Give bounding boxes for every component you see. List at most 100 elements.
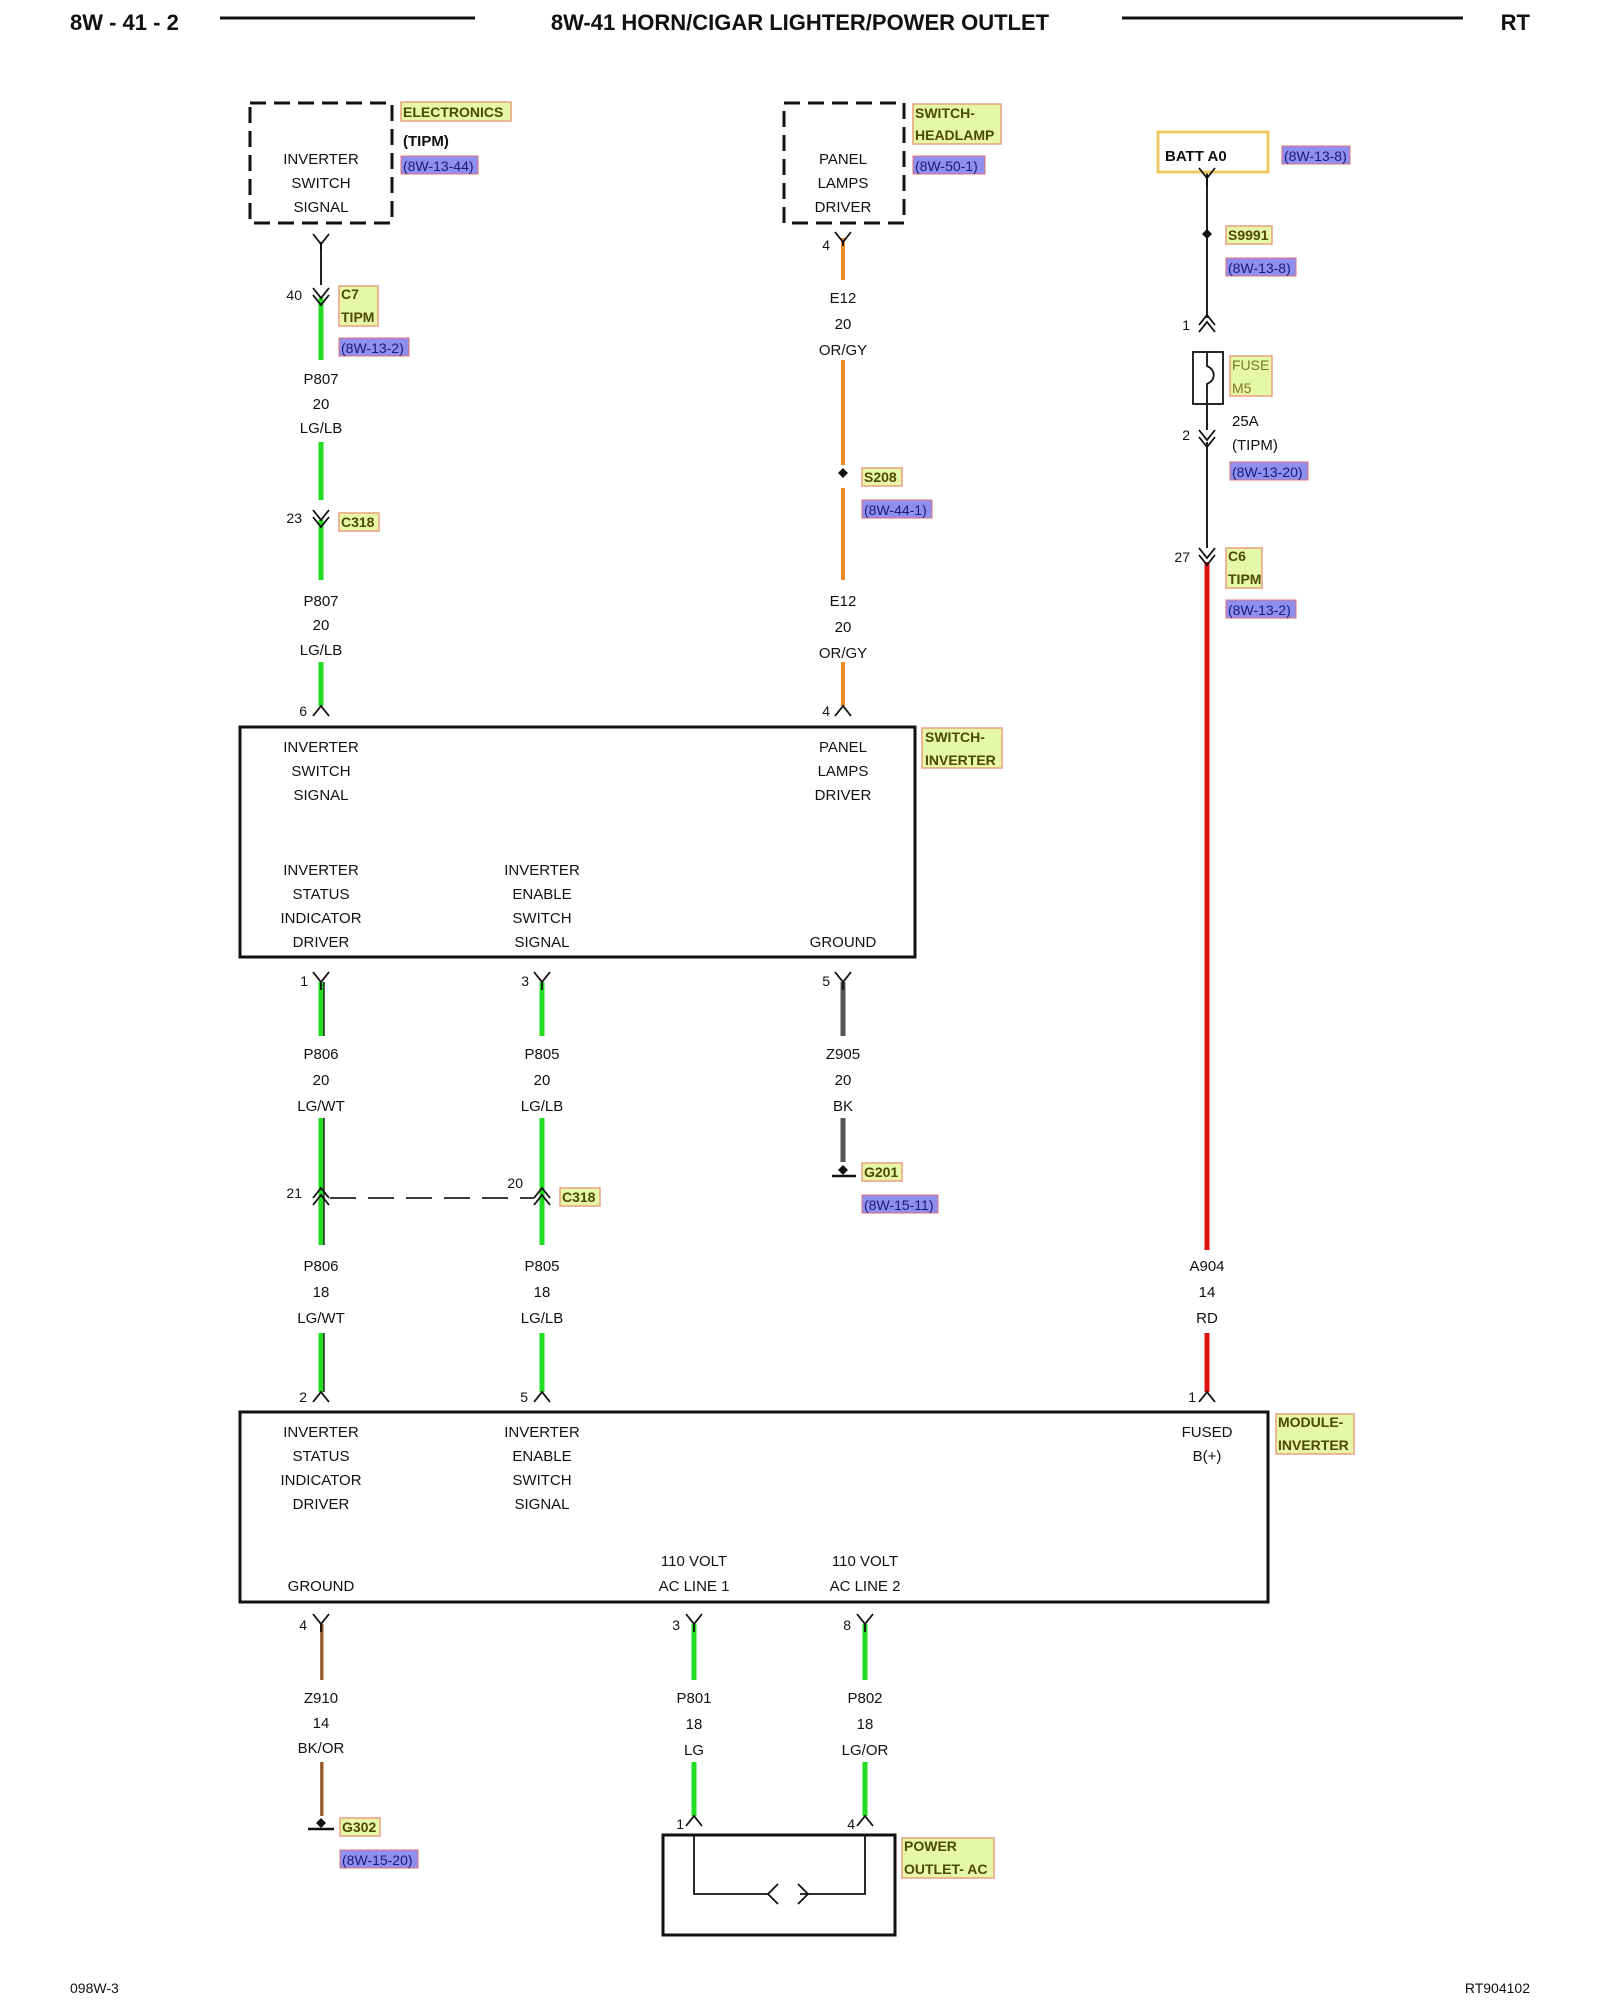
p805b-code: P805 [524, 1258, 559, 1275]
si-tl-1: INVERTER [283, 739, 359, 756]
e12a-color: OR/GY [819, 342, 867, 359]
p807b-color: LG/LB [300, 642, 343, 659]
p805b-gauge: 18 [534, 1284, 551, 1301]
p807b-code: P807 [303, 593, 338, 610]
mi-tag-1: MODULE- [1278, 1414, 1344, 1430]
pin-si-5: 5 [822, 973, 830, 989]
z905-code: Z905 [826, 1046, 860, 1063]
fuse-tag-2: M5 [1232, 380, 1252, 396]
pin-si-4: 4 [822, 703, 830, 719]
p806a-gauge: 20 [313, 1072, 330, 1089]
pin-si-6: 6 [299, 703, 307, 719]
headlamp-tag-2: HEADLAMP [915, 127, 994, 143]
si-bl-3: INDICATOR [280, 910, 361, 927]
pin-mi-2: 2 [299, 1389, 307, 1405]
pin-mi-3: 3 [672, 1617, 680, 1633]
connector-marks [312, 167, 1216, 1827]
mi-l-2: STATUS [293, 1448, 350, 1465]
p801-color: LG [684, 1742, 704, 1759]
electronics-tag: ELECTRONICS [403, 104, 503, 120]
page-header: 8W - 41 - 2 8W-41 HORN/CIGAR LIGHTER/POW… [70, 10, 1531, 35]
pin-fuse-2: 2 [1182, 427, 1190, 443]
si-bm-2: ENABLE [512, 886, 571, 903]
ground-g201-icon [832, 1165, 856, 1178]
si-bm-1: INVERTER [504, 862, 580, 879]
p806b-code: P806 [303, 1258, 338, 1275]
pin-si-1: 1 [300, 973, 308, 989]
e12a-code: E12 [830, 290, 857, 307]
e12a-gauge: 20 [835, 316, 852, 333]
wire-z910 [320, 1624, 324, 1816]
mi-ac1-1: 110 VOLT [661, 1553, 727, 1570]
splice-s208-icon [838, 468, 848, 478]
z910-gauge: 14 [313, 1715, 330, 1732]
po-tag-2: OUTLET- AC [904, 1861, 987, 1877]
mi-l-1: INVERTER [283, 1424, 359, 1441]
p805a-color: LG/LB [521, 1098, 564, 1115]
p805a-code: P805 [524, 1046, 559, 1063]
p807a-code: P807 [303, 371, 338, 388]
si-tr-3: DRIVER [815, 787, 872, 804]
si-tag-1: SWITCH- [925, 729, 985, 745]
headlamp-ref: (8W-50-1) [915, 158, 978, 174]
ground-g302-icon [308, 1818, 334, 1831]
p805a-gauge: 20 [534, 1072, 551, 1089]
z910-code: Z910 [304, 1690, 338, 1707]
p802-gauge: 18 [857, 1716, 874, 1733]
c6-tag-1: C6 [1228, 548, 1246, 564]
headlamp-tag-1: SWITCH- [915, 105, 975, 121]
a904-code: A904 [1189, 1258, 1224, 1275]
c7-tag-1: C7 [341, 286, 359, 302]
pin-sh-4: 4 [822, 237, 830, 253]
p807b-gauge: 20 [313, 617, 330, 634]
si-tl-2: SWITCH [291, 763, 350, 780]
c7-ref: (8W-13-2) [341, 340, 404, 356]
pin-c7: 40 [286, 287, 302, 303]
mi-m-1: INVERTER [504, 1424, 580, 1441]
pin-c6: 27 [1174, 549, 1190, 565]
page-code: 8W - 41 - 2 [70, 10, 179, 35]
pin-mi-8: 8 [843, 1617, 851, 1633]
si-bl-2: STATUS [293, 886, 350, 903]
z905-color: BK [833, 1098, 853, 1115]
component-switch-headlamp: PANEL LAMPS DRIVER SWITCH- HEADLAMP (8W-… [782, 101, 1002, 225]
mi-ac1-2: AC LINE 1 [659, 1578, 730, 1595]
p806b-color: LG/WT [297, 1310, 345, 1327]
g201-tag: G201 [864, 1164, 898, 1180]
si-bm-3: SWITCH [512, 910, 571, 927]
footer-left: 098W-3 [70, 1980, 119, 1996]
si-ground: GROUND [810, 934, 877, 951]
c7-tag-2: TIPM [341, 309, 374, 325]
c6-tag-2: TIPM [1228, 571, 1261, 587]
component-electronics: INVERTER SWITCH SIGNAL ELECTRONICS (TIPM… [248, 101, 512, 225]
si-tl-3: SIGNAL [293, 787, 348, 804]
p801-code: P801 [676, 1690, 711, 1707]
pin-c318-20: 20 [507, 1175, 523, 1191]
a904-color: RD [1196, 1310, 1218, 1327]
p806b-gauge: 18 [313, 1284, 330, 1301]
p806a-code: P806 [303, 1046, 338, 1063]
pin-po-1: 1 [676, 1816, 684, 1832]
mi-l-4: DRIVER [293, 1496, 350, 1513]
connector-stems [320, 178, 1208, 1632]
headlamp-line-3: DRIVER [815, 199, 872, 216]
mi-m-4: SIGNAL [514, 1496, 569, 1513]
pin-si-3: 3 [521, 973, 529, 989]
pin-mi-5: 5 [520, 1389, 528, 1405]
mi-tag-2: INVERTER [1278, 1437, 1349, 1453]
si-bl-4: DRIVER [293, 934, 350, 951]
c6-ref: (8W-13-2) [1228, 602, 1291, 618]
batt-label: BATT A0 [1165, 148, 1227, 165]
page-side: RT [1501, 10, 1531, 35]
g302-ref: (8W-15-20) [342, 1852, 413, 1868]
pin-c318-top: 23 [286, 510, 302, 526]
pin-mi-4: 4 [299, 1617, 307, 1633]
e12b-color: OR/GY [819, 645, 867, 662]
a904-gauge: 14 [1199, 1284, 1216, 1301]
p802-code: P802 [847, 1690, 882, 1707]
mi-ac2-2: AC LINE 2 [830, 1578, 901, 1595]
p806a-color: LG/WT [297, 1098, 345, 1115]
e12b-gauge: 20 [835, 619, 852, 636]
fuse-tag-1: FUSE [1232, 357, 1269, 373]
